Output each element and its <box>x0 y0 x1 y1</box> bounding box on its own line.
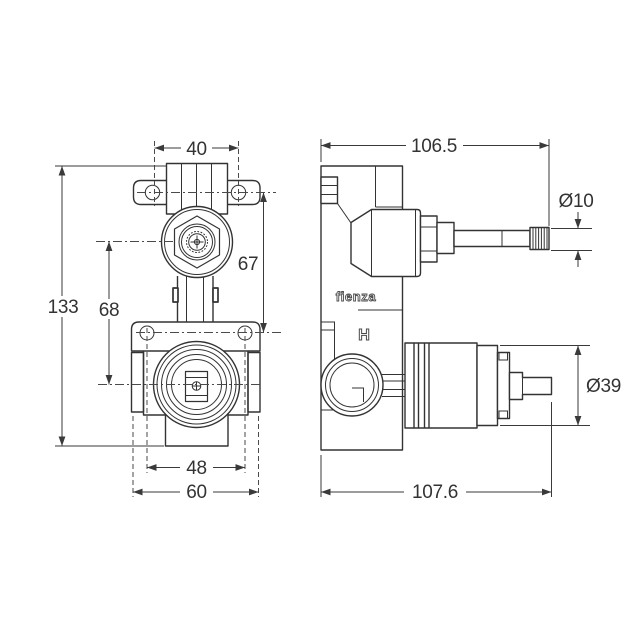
side-lower-port <box>320 353 384 417</box>
front-neck <box>172 276 219 322</box>
front-view: 40 133 68 67 48 <box>44 138 282 503</box>
side-left-notch <box>320 321 335 331</box>
side-spindle <box>419 215 550 263</box>
side-lower-cartridge <box>404 342 553 429</box>
dimension-48-label: 48 <box>186 458 207 479</box>
dimension-133: 133 <box>44 165 166 447</box>
side-cartridge-cap <box>476 344 499 427</box>
dimension-40-label: 40 <box>186 139 207 160</box>
side-spindle-collar <box>436 221 455 255</box>
dimension-60: 60 <box>132 416 259 503</box>
front-cartridge-hex-nut <box>173 215 221 269</box>
front-neck-right-nub <box>212 287 219 303</box>
dimension-d10: Ø10 <box>551 191 594 267</box>
dimension-68: 68 <box>95 241 175 385</box>
front-diverter-screw <box>191 381 202 391</box>
front-cartridge-spline <box>186 231 208 253</box>
front-left-shoulder <box>130 351 145 413</box>
dimension-133-label: 133 <box>48 297 79 318</box>
dimension-67: 67 <box>238 192 267 333</box>
dimension-d39: Ø39 <box>500 345 621 426</box>
dimension-40: 40 <box>154 138 239 206</box>
front-right-shoulder <box>247 351 261 413</box>
dimension-107-6-label: 107.6 <box>412 482 458 503</box>
dimension-107-6: 107.6 <box>320 402 552 503</box>
side-view: fienza H 106.5 Ø10 Ø39 <box>320 136 621 503</box>
dimension-67-label: 67 <box>238 254 259 275</box>
dimension-48: 48 <box>146 328 246 479</box>
front-lower-bracket <box>130 321 261 416</box>
hot-port-label: H <box>358 327 370 344</box>
side-spindle-shaft <box>453 229 531 248</box>
brand-logo: fienza <box>336 289 377 304</box>
side-cartridge-stem <box>508 371 553 401</box>
dimension-60-label: 60 <box>186 482 207 503</box>
front-cartridge <box>160 205 234 279</box>
dimension-68-label: 68 <box>99 300 120 321</box>
front-neck-left-nub <box>172 287 179 303</box>
dimension-d10-label: Ø10 <box>558 191 593 212</box>
side-ribbed-block <box>320 176 352 224</box>
dimension-d39-label: Ø39 <box>586 376 621 397</box>
side-cartridge-ring <box>496 351 511 420</box>
dimension-106-5: 106.5 <box>320 136 550 226</box>
dimension-106-5-label: 106.5 <box>411 136 457 157</box>
side-cartridge-housing <box>350 208 422 278</box>
